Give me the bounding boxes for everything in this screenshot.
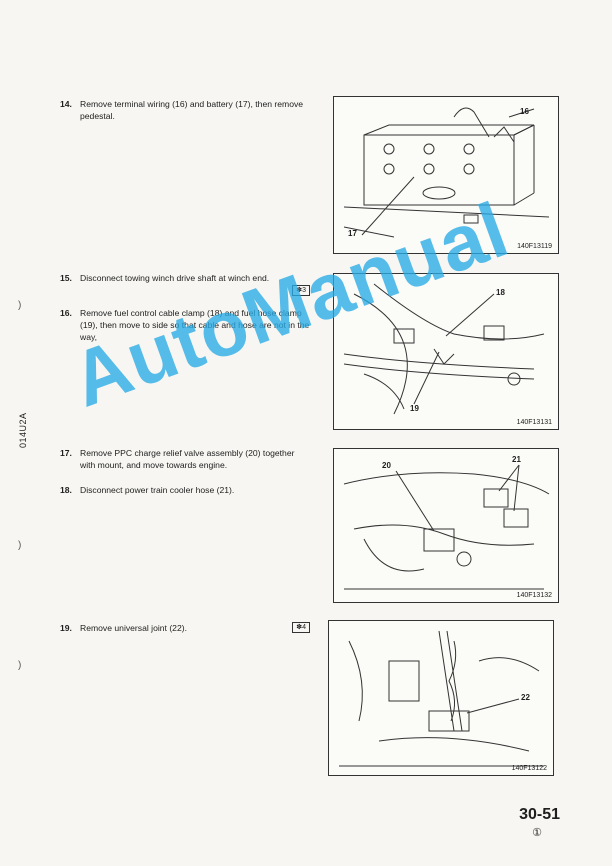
- figure-code: 140F13132: [516, 592, 552, 599]
- figure-code: 140F13122: [511, 765, 547, 772]
- callout-18: 18: [496, 288, 505, 297]
- step-number: 14.: [60, 99, 72, 109]
- margin-tick: ): [18, 300, 22, 311]
- figure-code: 140F13131: [516, 419, 552, 426]
- margin-tick: ): [18, 540, 22, 551]
- figure-universal-joint: 22 140F13122: [328, 620, 554, 776]
- step-14: 14. Remove terminal wiring (16) and batt…: [60, 98, 310, 122]
- figure-battery: 16 17 140F13119: [333, 96, 559, 254]
- reference-box: ✽3: [292, 285, 310, 296]
- figure-ppc-valve: 20 21 140F13132: [333, 448, 559, 603]
- revision-mark: ①: [532, 827, 542, 839]
- side-document-code: 014U2A: [18, 412, 28, 448]
- step-text: Remove terminal wiring (16) and battery …: [80, 99, 304, 121]
- step-number: 17.: [60, 448, 72, 458]
- callout-22: 22: [521, 693, 530, 702]
- step-number: 15.: [60, 273, 72, 283]
- callout-21: 21: [512, 455, 521, 464]
- callout-17: 17: [348, 229, 357, 238]
- step-18: 18. Disconnect power train cooler hose (…: [60, 484, 310, 496]
- step-text: Disconnect towing winch drive shaft at w…: [80, 273, 270, 283]
- step-15: 15. Disconnect towing winch drive shaft …: [60, 272, 310, 296]
- battery-illustration: [343, 107, 550, 238]
- universal-joint-illustration: [339, 630, 544, 767]
- step-number: 19.: [60, 623, 72, 633]
- fuel-clamp-illustration: [343, 283, 545, 415]
- page-number: 30-51: [519, 806, 560, 823]
- step-text: Remove fuel control cable clamp (18) and…: [80, 308, 310, 342]
- step-text: Remove universal joint (22).: [80, 623, 187, 633]
- figure-fuel-clamp: 18 19 140F13131: [333, 273, 559, 430]
- step-number: 18.: [60, 485, 72, 495]
- callout-16: 16: [520, 107, 529, 116]
- step-17: 17. Remove PPC charge relief valve assem…: [60, 447, 310, 471]
- step-16: 16. Remove fuel control cable clamp (18)…: [60, 307, 310, 343]
- margin-tick: ): [18, 660, 22, 671]
- reference-box: ✽4: [292, 622, 310, 633]
- callout-19: 19: [410, 404, 419, 413]
- callout-20: 20: [382, 461, 391, 470]
- ppc-valve-illustration: [343, 464, 550, 590]
- step-19: 19. Remove universal joint (22). ✽4: [60, 622, 310, 634]
- step-text: Remove PPC charge relief valve assembly …: [80, 448, 295, 470]
- step-text: Disconnect power train cooler hose (21).: [80, 485, 235, 495]
- step-number: 16.: [60, 308, 72, 318]
- figure-code: 140F13119: [517, 243, 552, 250]
